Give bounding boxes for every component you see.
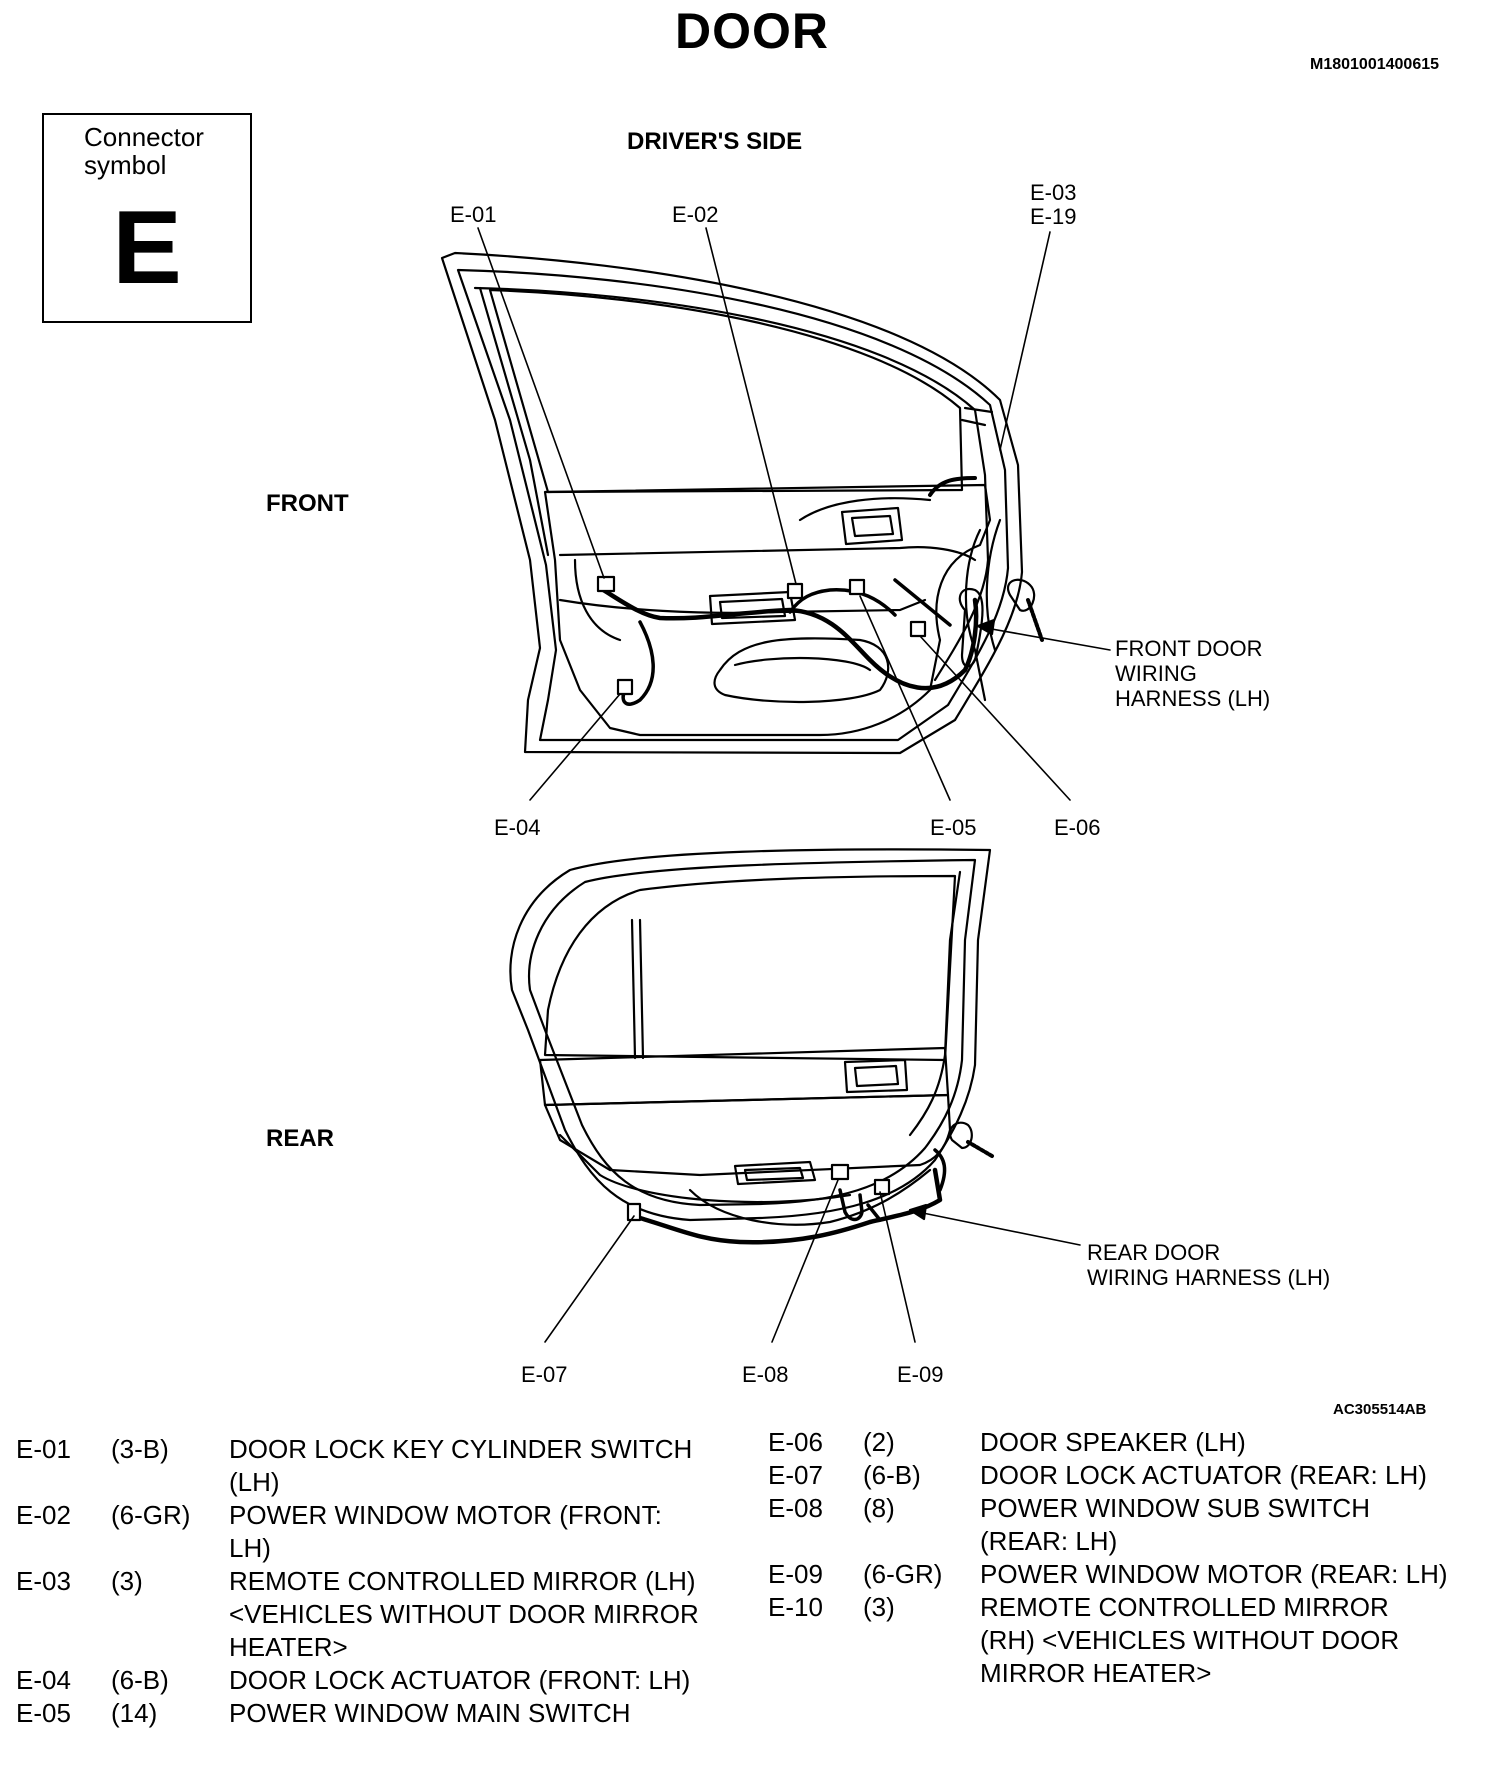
legend-row: E-08 (8) POWER WINDOW SUB SWITCH (REAR: … bbox=[768, 1492, 1468, 1558]
rear-harness-line1: REAR DOOR bbox=[1087, 1240, 1221, 1265]
legend-id: E-04 bbox=[16, 1665, 71, 1695]
front-harness-line2: WIRING bbox=[1115, 661, 1197, 686]
legend-pins: (14) bbox=[111, 1698, 158, 1728]
connector-symbol-caption: Connector symbol bbox=[84, 123, 204, 179]
legend-desc: POWER WINDOW SUB SWITCH (REAR: LH) bbox=[980, 1493, 1370, 1556]
callout-e01: E-01 bbox=[450, 202, 497, 227]
legend-desc: POWER WINDOW MOTOR (REAR: LH) bbox=[980, 1559, 1448, 1589]
legend-row: E-03 (3) REMOTE CONTROLLED MIRROR (LH) <… bbox=[16, 1565, 706, 1664]
front-harness-line3: HARNESS (LH) bbox=[1115, 686, 1271, 711]
legend-id: E-02 bbox=[16, 1500, 71, 1530]
document-code: M1801001400615 bbox=[1310, 56, 1440, 73]
legend-pins: (3) bbox=[111, 1566, 143, 1596]
rear-harness-arrowhead bbox=[908, 1203, 928, 1221]
page-title: DOOR bbox=[675, 3, 829, 59]
connector-symbol-box: Connector symbol E bbox=[42, 113, 252, 323]
front-harness-line1: FRONT DOOR bbox=[1115, 636, 1263, 661]
legend-id: E-09 bbox=[768, 1559, 823, 1589]
legend-desc: DOOR SPEAKER (LH) bbox=[980, 1427, 1246, 1457]
connector-symbol-caption-line2: symbol bbox=[84, 150, 167, 180]
front-harness-label: FRONT DOOR WIRING HARNESS (LH) bbox=[1115, 636, 1270, 711]
legend-row: E-06 (2) DOOR SPEAKER (LH) bbox=[768, 1426, 1468, 1459]
callout-e04: E-04 bbox=[494, 815, 541, 840]
connector-legend-right: E-06 (2) DOOR SPEAKER (LH) E-07 (6-B) DO… bbox=[768, 1426, 1468, 1690]
legend-desc: REMOTE CONTROLLED MIRROR (RH) <VEHICLES … bbox=[980, 1592, 1400, 1688]
legend-id: E-07 bbox=[768, 1460, 823, 1490]
rear-harness-line2: WIRING HARNESS (LH) bbox=[1087, 1265, 1331, 1290]
rear-door-drawing bbox=[509, 848, 994, 1245]
legend-row: E-07 (6-B) DOOR LOCK ACTUATOR (REAR: LH) bbox=[768, 1459, 1468, 1492]
legend-id: E-06 bbox=[768, 1427, 823, 1457]
callout-e09: E-09 bbox=[897, 1362, 944, 1387]
callout-e07: E-07 bbox=[521, 1362, 568, 1387]
legend-pins: (3-B) bbox=[111, 1434, 169, 1464]
connector-symbol-caption-line1: Connector bbox=[84, 122, 204, 152]
legend-pins: (6-B) bbox=[111, 1665, 169, 1695]
legend-desc: POWER WINDOW MOTOR (FRONT: LH) bbox=[229, 1500, 662, 1563]
legend-id: E-10 bbox=[768, 1592, 823, 1622]
legend-desc: DOOR LOCK ACTUATOR (FRONT: LH) bbox=[229, 1665, 691, 1695]
legend-desc: POWER WINDOW MAIN SWITCH bbox=[229, 1698, 631, 1728]
legend-pins: (6-GR) bbox=[863, 1559, 943, 1589]
legend-id: E-08 bbox=[768, 1493, 823, 1523]
front-door-drawing bbox=[440, 251, 1044, 755]
legend-id: E-05 bbox=[16, 1698, 71, 1728]
legend-pins: (8) bbox=[863, 1493, 895, 1523]
section-title: DRIVER'S SIDE bbox=[627, 128, 803, 155]
legend-pins: (3) bbox=[863, 1592, 895, 1622]
callout-e02: E-02 bbox=[672, 202, 719, 227]
front-harness-arrowhead bbox=[976, 618, 996, 636]
legend-id: E-03 bbox=[16, 1566, 71, 1596]
legend-desc: DOOR LOCK KEY CYLINDER SWITCH (LH) bbox=[229, 1434, 693, 1497]
legend-pins: (6-B) bbox=[863, 1460, 921, 1490]
legend-row: E-02 (6-GR) POWER WINDOW MOTOR (FRONT: L… bbox=[16, 1499, 706, 1565]
legend-row: E-04 (6-B) DOOR LOCK ACTUATOR (FRONT: LH… bbox=[16, 1664, 706, 1697]
legend-desc: REMOTE CONTROLLED MIRROR (LH) <VEHICLES … bbox=[229, 1566, 699, 1662]
connector-legend-left: E-01 (3-B) DOOR LOCK KEY CYLINDER SWITCH… bbox=[16, 1433, 706, 1730]
legend-desc: DOOR LOCK ACTUATOR (REAR: LH) bbox=[980, 1460, 1427, 1490]
legend-pins: (6-GR) bbox=[111, 1500, 191, 1530]
callout-e05: E-05 bbox=[930, 815, 977, 840]
rear-label: REAR bbox=[266, 1125, 335, 1152]
callout-e06: E-06 bbox=[1054, 815, 1101, 840]
legend-pins: (2) bbox=[863, 1427, 895, 1457]
leader-lines bbox=[477, 227, 1111, 1343]
connector-symbol-letter: E bbox=[112, 190, 182, 306]
callout-e19: E-19 bbox=[1030, 204, 1077, 229]
legend-row: E-01 (3-B) DOOR LOCK KEY CYLINDER SWITCH… bbox=[16, 1433, 706, 1499]
legend-id: E-01 bbox=[16, 1434, 71, 1464]
door-diagram bbox=[440, 227, 1111, 1343]
figure-code: AC305514AB bbox=[1333, 1401, 1427, 1418]
legend-row: E-09 (6-GR) POWER WINDOW MOTOR (REAR: LH… bbox=[768, 1558, 1468, 1591]
legend-row: E-10 (3) REMOTE CONTROLLED MIRROR (RH) <… bbox=[768, 1591, 1468, 1690]
callout-e08: E-08 bbox=[742, 1362, 789, 1387]
rear-harness-label: REAR DOOR WIRING HARNESS (LH) bbox=[1087, 1240, 1330, 1290]
legend-row: E-05 (14) POWER WINDOW MAIN SWITCH bbox=[16, 1697, 706, 1730]
callout-e03: E-03 bbox=[1030, 180, 1077, 205]
front-label: FRONT bbox=[266, 490, 349, 517]
